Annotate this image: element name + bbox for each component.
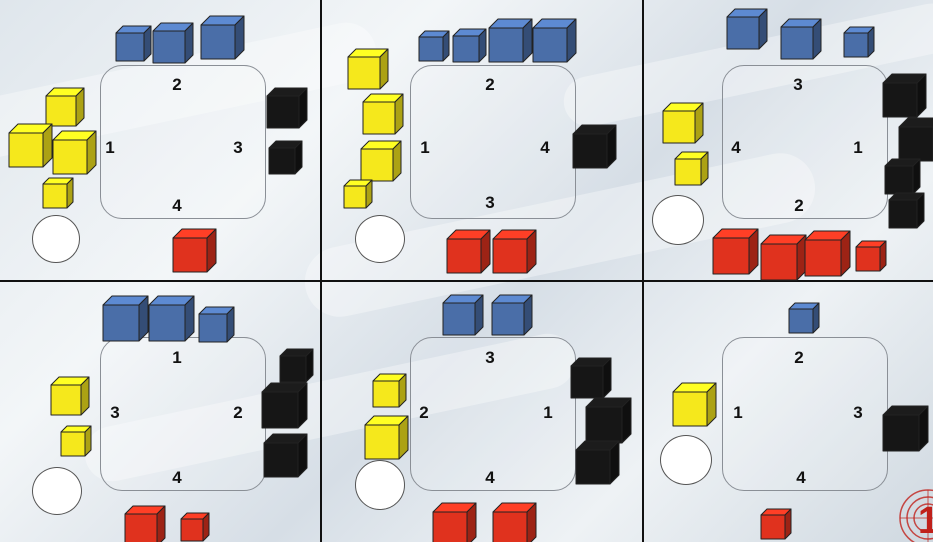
table-outline — [722, 65, 888, 219]
white-disc — [652, 195, 704, 245]
red-cube-icon — [172, 228, 217, 273]
seat-number-left: 1 — [105, 138, 114, 158]
black-cube-icon — [572, 124, 617, 169]
seat-number-top: 3 — [485, 348, 494, 368]
white-disc — [660, 435, 712, 485]
blue-cube-icon — [788, 302, 820, 334]
logo-number: 1 — [918, 500, 933, 542]
blue-cube-icon — [418, 30, 450, 62]
black-cube-icon — [898, 117, 933, 162]
blue-cube-icon — [200, 15, 245, 60]
yellow-cube-icon — [674, 151, 709, 186]
blue-cube-icon — [442, 294, 484, 336]
blue-cube-icon — [198, 306, 235, 343]
seat-number-top: 2 — [172, 75, 181, 95]
seat-number-left: 1 — [420, 138, 429, 158]
seat-number-left: 2 — [419, 403, 428, 423]
yellow-cube-icon — [364, 415, 409, 460]
seat-number-bottom: 4 — [172, 196, 181, 216]
black-cube-icon — [888, 192, 925, 229]
red-cube-icon — [855, 240, 887, 272]
yellow-cube-icon — [50, 376, 90, 416]
seat-number-top: 3 — [793, 75, 802, 95]
red-cube-icon — [760, 234, 807, 281]
seat-number-top: 2 — [794, 348, 803, 368]
seat-number-top: 2 — [485, 75, 494, 95]
black-cube-icon — [884, 158, 921, 195]
black-cube-icon — [279, 348, 314, 383]
red-cube-icon — [712, 228, 759, 275]
blue-cube-icon — [488, 18, 533, 63]
red-cube-icon — [432, 502, 477, 542]
seat-number-bottom: 4 — [172, 468, 181, 488]
seat-number-right: 1 — [543, 403, 552, 423]
white-disc — [32, 215, 80, 263]
red-cube-icon — [446, 229, 491, 274]
black-cube-icon — [585, 397, 632, 444]
blue-cube-icon — [843, 26, 875, 58]
yellow-cube-icon — [42, 177, 74, 209]
yellow-cube-icon — [347, 48, 389, 90]
yellow-cube-icon — [362, 93, 404, 135]
yellow-cube-icon — [360, 140, 402, 182]
yellow-cube-icon — [45, 87, 85, 127]
black-cube-icon — [882, 73, 927, 118]
seat-number-left: 3 — [110, 403, 119, 423]
white-disc — [32, 467, 82, 515]
seat-number-right: 1 — [853, 138, 862, 158]
seat-number-right: 2 — [233, 403, 242, 423]
red-cube-icon — [492, 502, 537, 542]
seat-number-bottom: 2 — [794, 196, 803, 216]
yellow-cube-icon — [372, 373, 407, 408]
blue-cube-icon — [726, 8, 768, 50]
blue-cube-icon — [452, 28, 487, 63]
black-cube-icon — [263, 433, 308, 478]
seat-number-right: 3 — [233, 138, 242, 158]
blue-cube-icon — [148, 295, 195, 342]
vertical-divider-1 — [320, 0, 322, 542]
black-cube-icon — [570, 357, 612, 399]
vertical-divider-2 — [642, 0, 644, 542]
blue-cube-icon — [780, 18, 822, 60]
yellow-cube-icon — [343, 179, 373, 209]
black-cube-icon — [266, 87, 308, 129]
red-cube-icon — [180, 512, 210, 542]
yellow-cube-icon — [8, 123, 53, 168]
blue-cube-icon — [491, 294, 533, 336]
black-cube-icon — [261, 382, 308, 429]
blue-cube-icon — [115, 25, 152, 62]
yellow-cube-icon — [52, 130, 97, 175]
seat-number-top: 1 — [172, 348, 181, 368]
white-disc — [355, 215, 405, 263]
black-cube-icon — [268, 140, 303, 175]
seat-number-right: 4 — [540, 138, 549, 158]
yellow-cube-icon — [672, 382, 717, 427]
white-disc — [355, 460, 405, 510]
blue-cube-icon — [532, 18, 577, 63]
red-cube-icon — [124, 505, 166, 542]
blue-cube-icon — [152, 22, 194, 64]
red-cube-icon — [760, 508, 792, 540]
seat-number-right: 3 — [853, 403, 862, 423]
black-cube-icon — [575, 440, 620, 485]
seat-number-bottom: 4 — [485, 468, 494, 488]
blue-cube-icon — [102, 295, 149, 342]
yellow-cube-icon — [60, 425, 92, 457]
seat-number-bottom: 3 — [485, 193, 494, 213]
black-cube-icon — [882, 405, 929, 452]
red-cube-icon — [804, 230, 851, 277]
yellow-cube-icon — [662, 102, 704, 144]
seat-number-bottom: 4 — [796, 468, 805, 488]
red-cube-icon — [492, 229, 537, 274]
seat-number-left: 1 — [733, 403, 742, 423]
seat-number-left: 4 — [731, 138, 740, 158]
